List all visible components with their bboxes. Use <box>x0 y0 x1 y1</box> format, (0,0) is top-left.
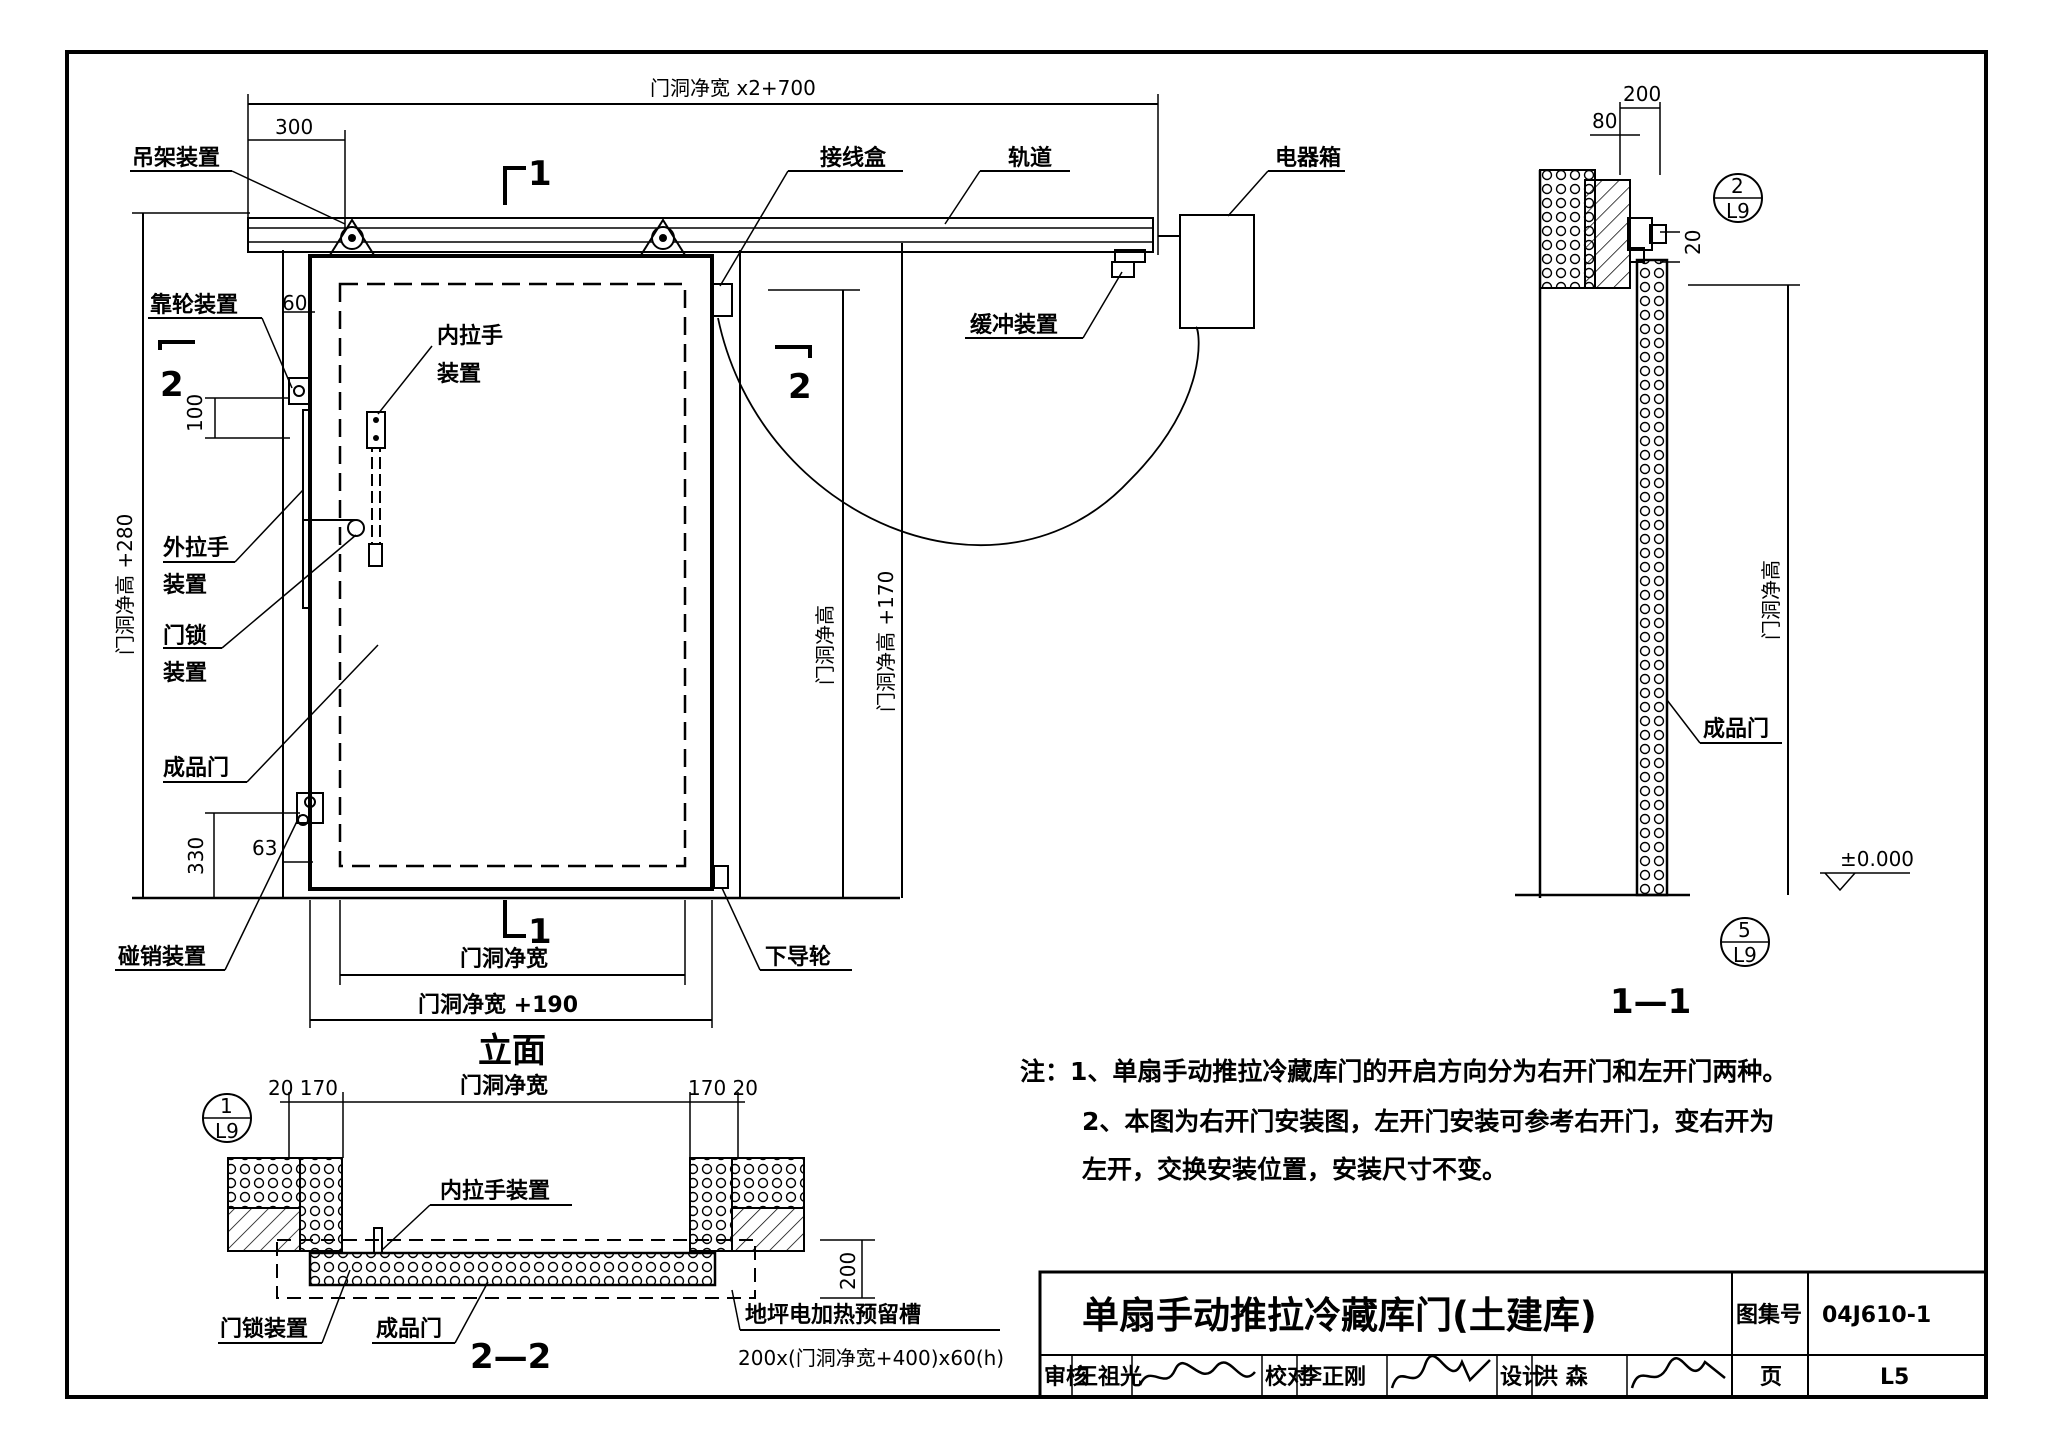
electric-box <box>1179 214 1255 329</box>
dim-20: 20 <box>1681 230 1705 255</box>
label-junction-box: 接线盒 <box>820 145 887 171</box>
dim-330: 330 <box>184 837 208 875</box>
label-lock-2: 装置 <box>163 661 207 686</box>
label-2-2-door: 成品门 <box>376 1316 442 1342</box>
label-lock-1: 门锁 <box>163 623 207 649</box>
dim-bottom-clear: 门洞净宽 <box>460 946 548 972</box>
dim-top-width: 门洞净宽 x2+700 <box>650 76 816 100</box>
atlas-label: 图集号 <box>1736 1302 1802 1328</box>
label-electric-box: 电器箱 <box>1275 145 1341 171</box>
dim-bottom-190: 门洞净宽 +190 <box>418 992 578 1018</box>
dim-300: 300 <box>275 115 313 139</box>
door-opening-dashed <box>338 282 687 868</box>
label-hanger: 吊架装置 <box>132 145 220 171</box>
ref-2-2-num: 1 <box>220 1094 233 1118</box>
dim-63: 63 <box>252 836 277 860</box>
ref-top-num: 2 <box>1731 174 1744 198</box>
ref-bottom-sheet: L9 <box>1733 943 1757 967</box>
label-2-2-lock: 门锁装置 <box>220 1316 308 1342</box>
design-label: 设计 <box>1500 1365 1544 1390</box>
dim-200-top: 200 <box>1623 82 1661 106</box>
section-2-2-view: 20 170 门洞净宽 170 20 1 L9 200 内拉手装置 门锁装置 成… <box>202 1073 1004 1377</box>
label-bump-lock: 碰销装置 <box>118 944 206 970</box>
door-panel <box>308 254 714 891</box>
dim-2-2-200: 200 <box>836 1252 860 1290</box>
page-label: 页 <box>1760 1365 1782 1390</box>
section-mark-1-top: 1 <box>528 154 552 194</box>
label-bottom-guide: 下导轮 <box>765 944 831 970</box>
note-line-1: 注：1、单扇手动推拉冷藏库门的开启方向分为右开门和左开门两种。 <box>1020 1057 1787 1086</box>
label-door-1-1: 成品门 <box>1703 716 1769 742</box>
reviewer-name: 王祖光 <box>1076 1365 1142 1390</box>
section-mark-2-left: 2 <box>160 365 184 405</box>
ref-top-sheet: L9 <box>1726 199 1750 223</box>
label-buffer: 缓冲装置 <box>970 312 1058 338</box>
level-mark: ±0.000 <box>1840 847 1914 871</box>
dim-60: 60 <box>282 291 307 315</box>
dim-2-2-left: 20 170 <box>268 1076 338 1100</box>
section-1-1-view: 200 80 20 2 L9 门洞净高 成品门 ±0.000 5 L9 1—1 <box>1515 82 1914 1022</box>
sheet-border <box>65 50 1988 1399</box>
section-mark-1-bottom: 1 <box>528 912 552 952</box>
atlas-number: 04J610-1 <box>1822 1303 1931 1328</box>
notes: 注：1、单扇手动推拉冷藏库门的开启方向分为右开门和左开门两种。 2、本图为右开门… <box>1020 1057 1787 1184</box>
track <box>247 217 1154 253</box>
note-line-3: 左开，交换安装位置，安装尺寸不变。 <box>1082 1155 1507 1184</box>
sheet-title: 单扇手动推拉冷藏库门(土建库) <box>1082 1294 1597 1337</box>
ref-2-2-sheet: L9 <box>215 1119 239 1143</box>
dim-2-2-clear-width: 门洞净宽 <box>460 1073 548 1099</box>
elevation-view: 门洞净宽 x2+700 300 <box>113 76 1345 1071</box>
label-door: 成品门 <box>163 755 229 781</box>
elevation-title: 立面 <box>478 1031 546 1071</box>
ref-bottom-num: 5 <box>1738 918 1751 942</box>
label-outer-handle-1: 外拉手 <box>163 535 229 561</box>
label-inner-handle-1: 内拉手 <box>437 323 503 349</box>
page-number: L5 <box>1880 1365 1909 1390</box>
designer-signature <box>1630 1357 1726 1389</box>
label-roller: 靠轮装置 <box>150 292 238 318</box>
label-outer-handle-2: 装置 <box>163 573 207 598</box>
section-1-1-title: 1—1 <box>1610 982 1691 1022</box>
label-inner-handle-2: 装置 <box>437 362 481 387</box>
checker-name: 李正刚 <box>1299 1365 1366 1390</box>
dim-80: 80 <box>1592 109 1617 133</box>
label-2-2-heating-dim: 200x(门洞净宽+400)x60(h) <box>738 1346 1004 1370</box>
reviewer-signature <box>1138 1361 1256 1386</box>
label-2-2-heating-slot: 地坪电加热预留槽 <box>745 1302 921 1328</box>
dim-2-2-right: 170 20 <box>688 1076 758 1100</box>
label-track: 轨道 <box>1008 145 1052 171</box>
check-label: 校对 <box>1265 1364 1309 1390</box>
checker-signature <box>1390 1354 1491 1389</box>
designer-name: 洪 森 <box>1536 1364 1589 1390</box>
dim-clear-height-1-1: 门洞净高 <box>1759 560 1783 640</box>
dim-height-170: 门洞净高 +170 <box>874 571 898 712</box>
dim-clear-height: 门洞净高 <box>813 605 837 685</box>
dim-left-height: 门洞净高 +280 <box>113 514 137 655</box>
note-line-2: 2、本图为右开门安装图，左开门安装可参考右开门，变右开为 <box>1082 1107 1774 1136</box>
review-label: 审核 <box>1044 1364 1088 1390</box>
title-block: 单扇手动推拉冷藏库门(土建库) 图集号 04J610-1 审核 王祖光 校对 李… <box>1038 1270 1988 1399</box>
section-mark-2-right: 2 <box>788 367 812 407</box>
dim-100: 100 <box>183 394 207 432</box>
section-2-2-title: 2—2 <box>470 1337 551 1377</box>
label-2-2-inner-handle: 内拉手装置 <box>440 1178 550 1204</box>
